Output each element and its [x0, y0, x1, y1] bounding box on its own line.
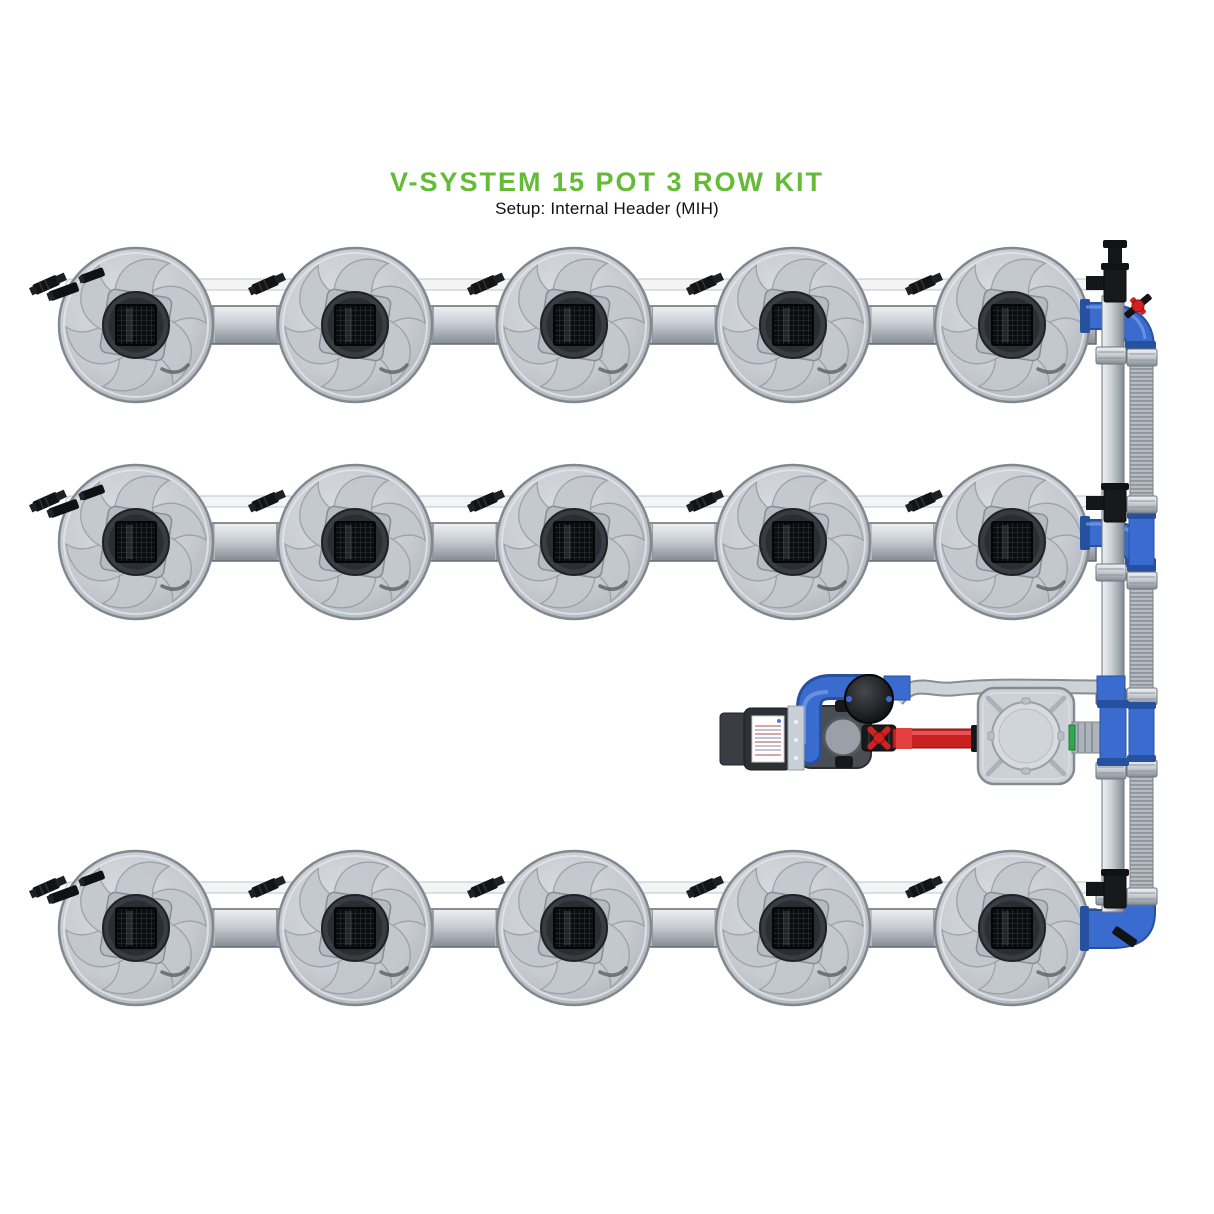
- drain-plug-fitting: [1112, 926, 1138, 948]
- outlet-green-band: [1068, 724, 1076, 751]
- diagram-header: V-SYSTEM 15 POT 3 ROW KIT Setup: Interna…: [0, 168, 1214, 219]
- bleed-valve: [1124, 293, 1152, 319]
- pump-label: [751, 715, 785, 763]
- pump-and-reservoir-assembly: [719, 674, 1156, 786]
- intake-valve: [861, 724, 897, 752]
- clamp: [1126, 759, 1158, 778]
- row-1-feed-tee: [1085, 240, 1152, 319]
- reservoir-tank: [976, 686, 1076, 786]
- return-hose: [1129, 363, 1154, 889]
- supply-tee: [1096, 675, 1126, 705]
- clamp: [1126, 571, 1158, 590]
- header-manifold-pipe: [1101, 295, 1125, 913]
- tank-outlet-fitting: [1068, 721, 1103, 754]
- hose-segment: [1129, 775, 1154, 889]
- clamp: [1126, 348, 1158, 367]
- red-intake-pipe: [892, 725, 980, 752]
- page-title: V-SYSTEM 15 POT 3 ROW KIT: [389, 167, 825, 197]
- hose-segment: [1129, 588, 1154, 689]
- check-valve-disc: [844, 674, 894, 724]
- manifold-blue-fittings: [1096, 675, 1156, 766]
- page-subtitle: Setup: Internal Header (MIH): [495, 199, 719, 219]
- clamp: [1126, 495, 1158, 514]
- row-2-hose-tee: [1127, 512, 1156, 573]
- supply-pipe: [892, 680, 1101, 704]
- hose-segment: [1129, 363, 1154, 497]
- return-tee: [1099, 703, 1127, 763]
- valve-handle: [867, 726, 891, 750]
- clamp: [1095, 346, 1127, 365]
- pump-face: [822, 716, 864, 758]
- hose-coupler: [1128, 703, 1155, 761]
- clamp: [1095, 563, 1127, 582]
- clamp: [1126, 887, 1158, 906]
